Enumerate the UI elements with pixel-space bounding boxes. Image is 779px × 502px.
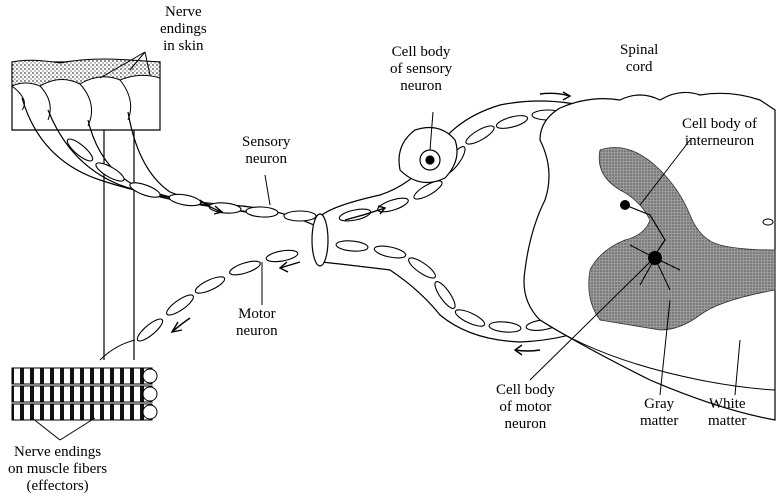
skin-block (12, 59, 160, 360)
dorsal-root-ganglion (399, 128, 457, 183)
label-line: matter (640, 413, 678, 430)
label-line: White (708, 396, 746, 413)
muscle-bundle (12, 340, 157, 420)
label-cell-body-interneuron: Cell body of interneuron (682, 116, 757, 150)
label-line: on muscle fibers (8, 461, 107, 478)
label-line: (effectors) (8, 478, 107, 495)
label-line: endings (160, 21, 207, 38)
label-line: Cell body (390, 44, 452, 61)
label-line: neuron (236, 323, 278, 340)
label-line: cord (620, 59, 658, 76)
label-line: of motor (496, 399, 555, 416)
label-line: Spinal (620, 42, 658, 59)
label-line: matter (708, 413, 746, 430)
label-line: of sensory (390, 61, 452, 78)
label-line: in skin (160, 38, 207, 55)
direction-arrows (172, 92, 570, 355)
label-cell-body-motor: Cell body of motor neuron (496, 382, 555, 433)
label-sensory-neuron: Sensory neuron (242, 134, 290, 168)
label-line: Cell body (496, 382, 555, 399)
label-nerve-endings-skin: Nerve endings in skin (160, 4, 207, 55)
label-line: neuron (496, 416, 555, 433)
label-spinal-cord: Spinal cord (620, 42, 658, 76)
label-gray-matter: Gray matter (640, 396, 678, 430)
label-line: interneuron (682, 133, 757, 150)
label-line: neuron (242, 151, 290, 168)
label-line: Sensory (242, 134, 290, 151)
label-nerve-endings-muscle: Nerve endings on muscle fibers (effector… (8, 444, 107, 495)
label-line: Motor (236, 306, 278, 323)
label-line: Gray (640, 396, 678, 413)
label-cell-body-sensory: Cell body of sensory neuron (390, 44, 452, 95)
label-white-matter: White matter (708, 396, 746, 430)
label-line: Cell body of (682, 116, 757, 133)
label-line: Nerve (160, 4, 207, 21)
label-line: neuron (390, 78, 452, 95)
label-line: Nerve endings (8, 444, 107, 461)
label-motor-neuron: Motor neuron (236, 306, 278, 340)
